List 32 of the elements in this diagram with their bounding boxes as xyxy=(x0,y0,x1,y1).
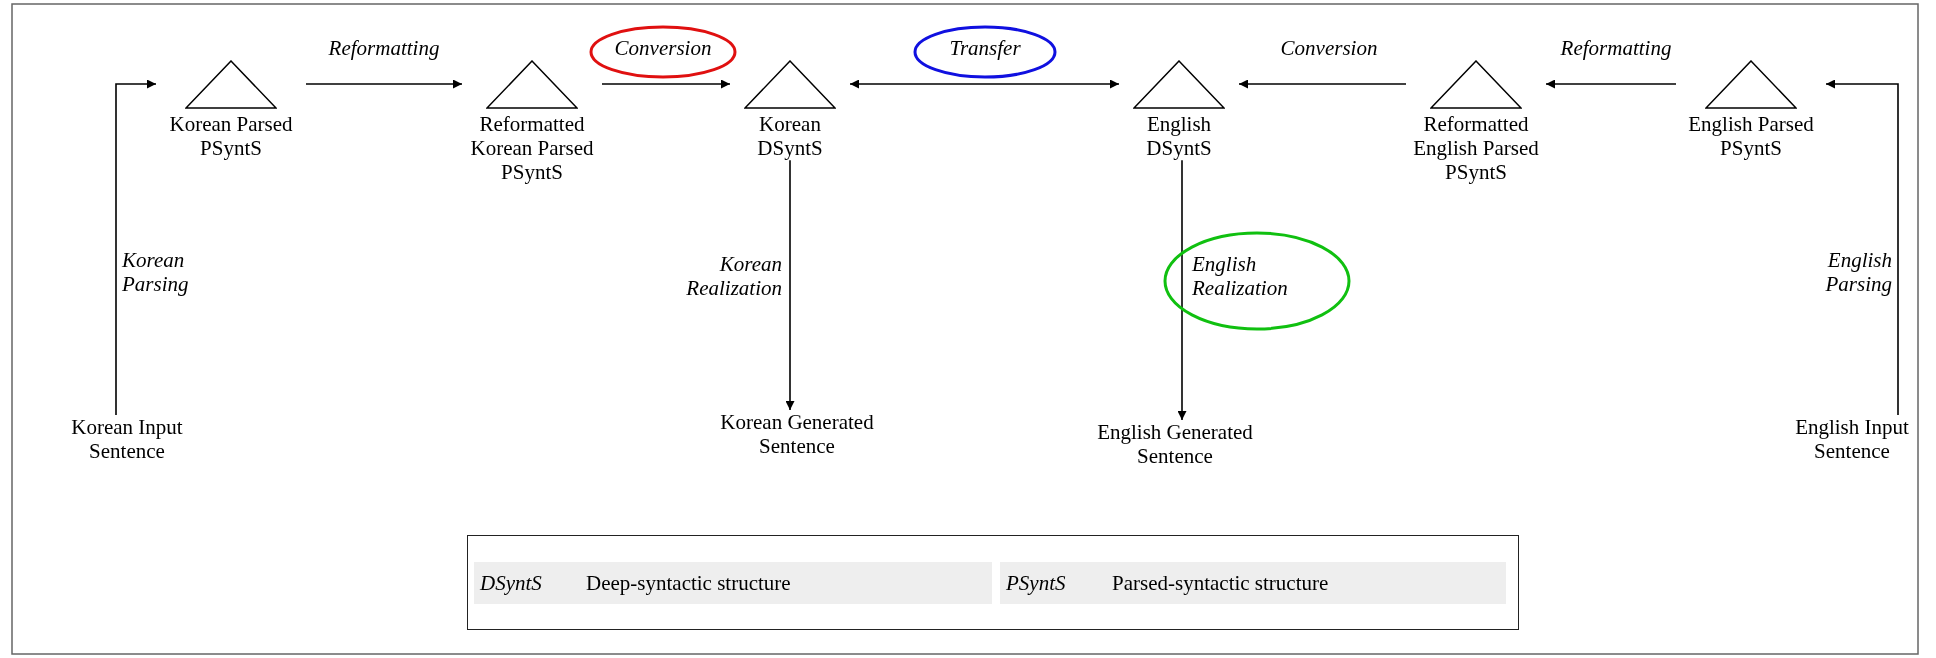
arrow xyxy=(1825,79,1899,416)
node-label: Korean DSyntS xyxy=(756,112,824,161)
arrow xyxy=(1545,79,1677,89)
edge-label: English Parsing xyxy=(1824,248,1892,297)
edge-label: Korean Parsing xyxy=(122,248,190,297)
table-cell: DSyntS xyxy=(474,561,580,604)
arrow xyxy=(115,79,157,416)
edge-label: Conversion xyxy=(1279,36,1379,61)
edge-label: Reformatting xyxy=(327,36,441,61)
edge-label: Reformatting xyxy=(1559,36,1673,61)
table-cell: PSyntS xyxy=(1000,561,1106,604)
arrow xyxy=(601,79,731,89)
sentence-label: Korean Input Sentence xyxy=(52,415,202,464)
sentence-label: Korean Generated Sentence xyxy=(692,410,902,459)
node-label: Reformatted Korean Parsed PSyntS xyxy=(469,112,595,185)
arrow xyxy=(305,79,463,89)
edge-label: English Realization xyxy=(1192,252,1289,301)
table-cell: Deep-syntactic structure xyxy=(580,561,992,604)
edge-label: Conversion xyxy=(613,36,713,61)
edge-label: Korean Realization xyxy=(685,252,782,301)
edge-label: Transfer xyxy=(948,36,1022,61)
arrow xyxy=(1177,159,1187,421)
sentence-label: English Generated Sentence xyxy=(1070,420,1280,469)
table-cell: Parsed-syntactic structure xyxy=(1106,561,1506,604)
arrow xyxy=(1238,79,1407,89)
node-label: Korean Parsed PSyntS xyxy=(168,112,294,161)
node-label: English DSyntS xyxy=(1145,112,1213,161)
arrow xyxy=(785,159,795,411)
node-label: English Parsed PSyntS xyxy=(1687,112,1815,161)
node-label: Reformatted English Parsed PSyntS xyxy=(1412,112,1540,185)
arrow xyxy=(849,79,1120,89)
sentence-label: English Input Sentence xyxy=(1787,415,1917,464)
